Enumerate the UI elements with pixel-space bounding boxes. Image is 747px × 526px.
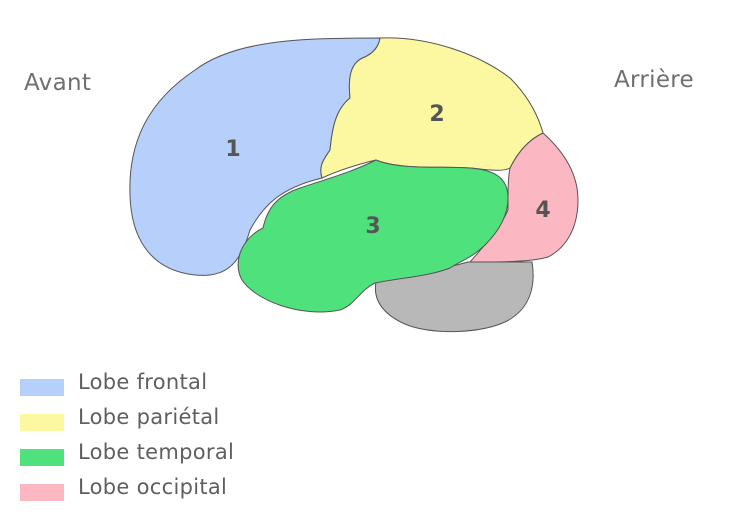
legend-label: Lobe occipital (78, 475, 228, 499)
legend-label: Lobe temporal (78, 440, 235, 464)
legend-swatch (20, 449, 64, 466)
front-label: Avant (24, 70, 92, 96)
legend-item-frontal: Lobe frontal (20, 370, 280, 400)
region-number-2: 2 (429, 102, 444, 127)
legend-swatch (20, 414, 64, 431)
legend-label: Lobe frontal (78, 370, 208, 394)
back-label: Arrière (614, 67, 694, 93)
legend-item-parietal: Lobe pariétal (20, 405, 280, 435)
legend-item-temporal: Lobe temporal (20, 440, 280, 470)
region-number-4: 4 (535, 198, 550, 223)
legend-swatch (20, 379, 64, 396)
region-number-1: 1 (225, 137, 240, 162)
region-temporal (237, 159, 509, 313)
legend-label: Lobe pariétal (78, 405, 220, 429)
legend-swatch (20, 484, 64, 501)
legend-item-occipital: Lobe occipital (20, 475, 280, 505)
region-number-3: 3 (365, 214, 380, 239)
